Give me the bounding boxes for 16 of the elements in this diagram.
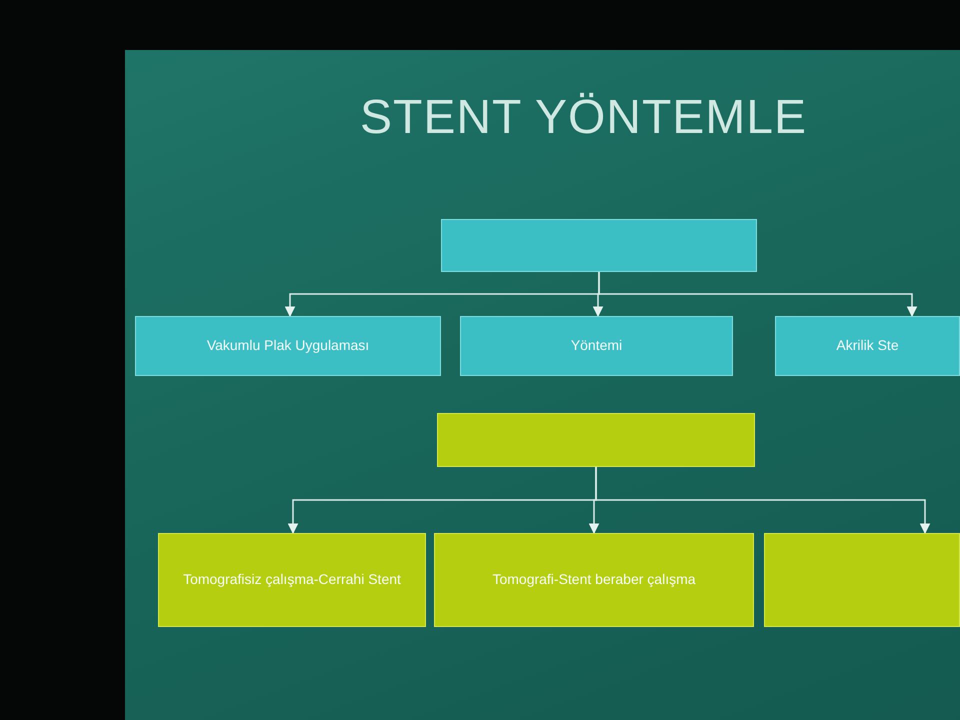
slide-title: STENT YÖNTEMLE <box>360 90 807 145</box>
chart-box <box>764 533 960 627</box>
connector-arrow <box>598 272 918 318</box>
connector-arrow <box>595 467 930 534</box>
box-label: Tomografi-Stent beraber çalışma <box>492 571 696 589</box>
chart-box <box>460 316 733 376</box>
chart-box <box>775 316 960 376</box>
chart-box <box>135 316 441 376</box>
box-label: Vakumlu Plak Uygulaması <box>206 337 370 355</box>
chart-box <box>437 413 755 467</box>
chart-box <box>434 533 754 627</box>
box-label: Tomografisiz çalışma-Cerrahi Stent <box>183 571 401 589</box>
chart-box <box>158 533 426 627</box>
chart-box <box>441 219 757 272</box>
box-label: Yöntemi <box>570 337 622 355</box>
box-label: Akrilik Ste <box>836 337 899 355</box>
